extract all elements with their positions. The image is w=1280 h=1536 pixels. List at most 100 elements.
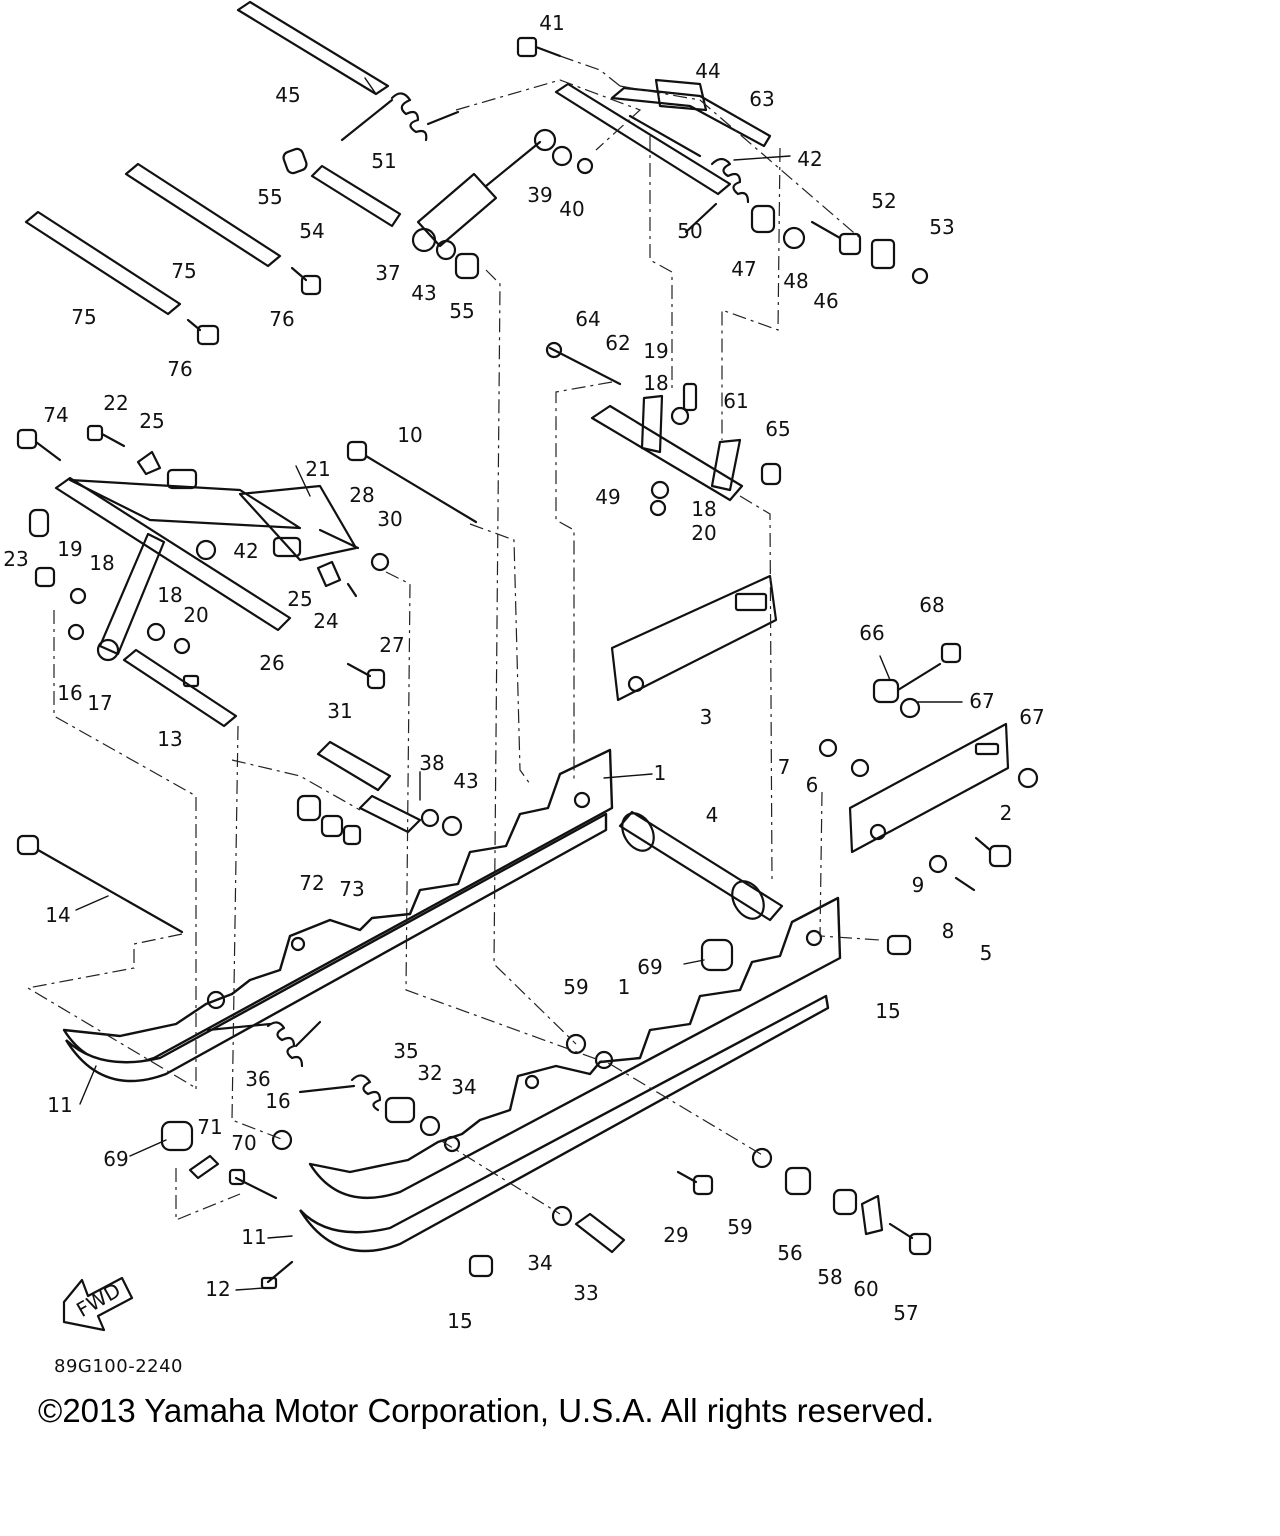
link-17 — [28, 508, 191, 662]
shaft-54 — [310, 164, 402, 228]
front-arm-49 — [545, 341, 782, 517]
callout: 57 — [893, 1301, 918, 1325]
bolt-41 — [516, 36, 562, 58]
callout: 24 — [313, 609, 338, 633]
callout: 20 — [691, 521, 716, 545]
callout: 15 — [875, 999, 900, 1023]
callout: 59 — [727, 1215, 752, 1239]
rear-arm-44 — [554, 78, 772, 196]
plate-2 — [848, 722, 1010, 854]
callout: 39 — [527, 183, 552, 207]
callout: 65 — [765, 417, 790, 441]
callout: 60 — [853, 1277, 878, 1301]
spring-51 — [340, 92, 460, 142]
callout: 2 — [1000, 801, 1013, 825]
callout: 29 — [663, 1223, 688, 1247]
copyright-notice: ©2013 Yamaha Motor Corporation, U.S.A. A… — [38, 1392, 935, 1429]
callout: 61 — [723, 389, 748, 413]
callout: 76 — [167, 357, 192, 381]
callout: 16 — [57, 681, 82, 705]
callout: 41 — [539, 11, 564, 35]
spring-36 — [206, 1020, 322, 1068]
callout: 19 — [643, 339, 668, 363]
callout: 66 — [859, 621, 884, 645]
callout: 12 — [205, 1277, 230, 1301]
shaft-4 — [618, 810, 784, 922]
callout: 34 — [451, 1075, 476, 1099]
callout: 67 — [969, 689, 994, 713]
callout: 75 — [71, 305, 96, 329]
shaft-75-upper — [124, 162, 282, 268]
shock-absorber — [411, 128, 594, 280]
nut-52 — [870, 238, 896, 270]
callout: 22 — [103, 391, 128, 415]
callout: 9 — [912, 873, 925, 897]
spring-50 — [684, 157, 750, 234]
callout: 21 — [305, 457, 330, 481]
bolts-66-67-68 — [872, 642, 1039, 789]
collars-72-73 — [296, 794, 463, 846]
bolt-14 — [16, 834, 184, 934]
collars-33-34 — [551, 1205, 626, 1254]
bolt-46 — [810, 220, 862, 256]
callout: 52 — [871, 189, 896, 213]
callout: 38 — [419, 751, 444, 775]
callout: 71 — [197, 1115, 222, 1139]
callout: 55 — [449, 299, 474, 323]
bolt-76-lower — [186, 318, 220, 346]
callout: 43 — [411, 281, 436, 305]
parts-56-58-60-57 — [784, 1166, 932, 1256]
callout: 48 — [783, 269, 808, 293]
plate-3 — [610, 574, 778, 702]
pin-13 — [122, 648, 238, 728]
clip-25-24 — [316, 560, 358, 598]
collars-32-34 — [271, 1096, 441, 1151]
collar-31 — [316, 740, 392, 792]
callout: 76 — [269, 307, 294, 331]
callout: 27 — [379, 633, 404, 657]
shaft-75-lower — [24, 210, 182, 316]
callout: 46 — [813, 289, 838, 313]
callout: 18 — [89, 551, 114, 575]
callout: 44 — [695, 59, 720, 83]
callout: 5 — [980, 941, 993, 965]
callout: 34 — [527, 1251, 552, 1275]
collar-47-48 — [750, 204, 806, 250]
callout: 26 — [259, 651, 284, 675]
callout: 35 — [393, 1039, 418, 1063]
callout: 33 — [573, 1281, 598, 1305]
fwd-arrow: FWD — [62, 1276, 134, 1332]
callout: 28 — [349, 483, 374, 507]
front-arm-21 — [54, 468, 390, 632]
callout: 15 — [447, 1309, 472, 1333]
callout: 1 — [654, 761, 667, 785]
callout: 4 — [706, 803, 719, 827]
callout: 64 — [575, 307, 600, 331]
callout: 50 — [677, 219, 702, 243]
callout: 42 — [233, 539, 258, 563]
callout: 25 — [139, 409, 164, 433]
callout: 1 — [618, 975, 631, 999]
callout: 25 — [287, 587, 312, 611]
callout: 18 — [643, 371, 668, 395]
callout: 19 — [57, 537, 82, 561]
callout: 74 — [43, 403, 68, 427]
callout: 43 — [453, 769, 478, 793]
callout: 6 — [806, 773, 819, 797]
callout: 68 — [919, 593, 944, 617]
callout: 17 — [87, 691, 112, 715]
callout: 18 — [157, 583, 182, 607]
callout: 69 — [103, 1147, 128, 1171]
part-69-left — [160, 1120, 194, 1152]
callout: 10 — [397, 423, 422, 447]
bolt-29 — [676, 1170, 714, 1196]
callout: 75 — [171, 259, 196, 283]
callout: 56 — [777, 1241, 802, 1265]
callout: 67 — [1019, 705, 1044, 729]
callout: 11 — [47, 1093, 72, 1117]
callout: 49 — [595, 485, 620, 509]
callout: 16 — [265, 1089, 290, 1113]
callout: 55 — [257, 185, 282, 209]
bolt-76-upper — [290, 266, 322, 296]
callout: 14 — [45, 903, 70, 927]
